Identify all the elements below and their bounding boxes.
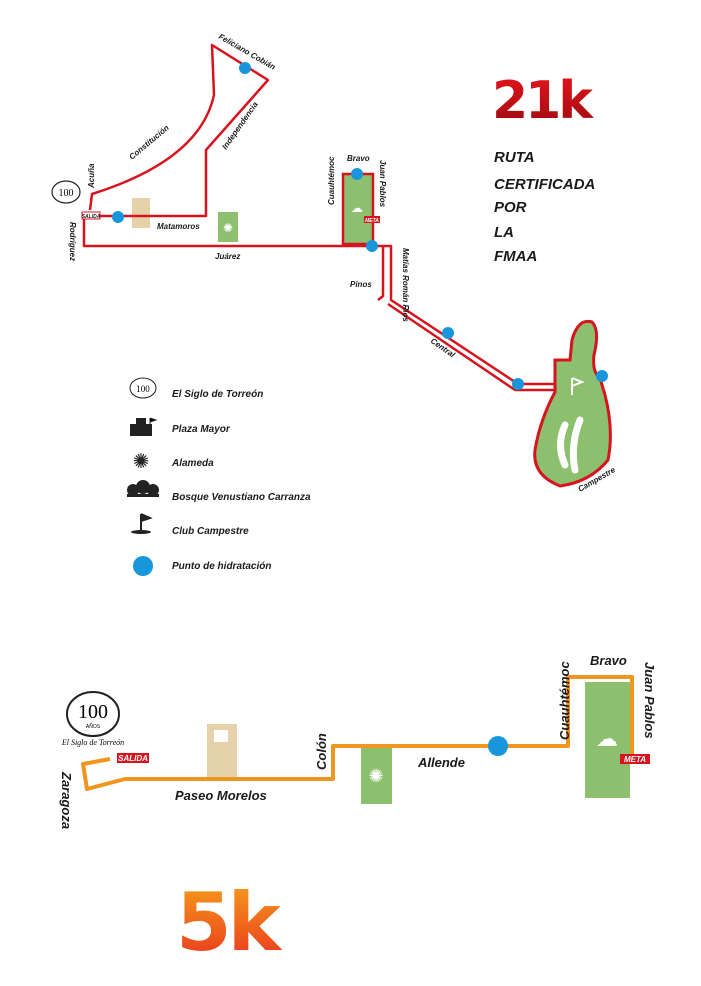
finish-badge-21k (364, 216, 380, 223)
title-5k: 5k (176, 876, 283, 969)
start-label: SALIDA (82, 214, 101, 220)
hydration-dot-icon (112, 211, 124, 223)
street-label: Cuauhtémoc (327, 156, 336, 205)
hydration-dot-icon (133, 556, 153, 576)
street-label: Juan Pablos (378, 160, 387, 208)
svg-text:RUTA: RUTA (494, 149, 535, 166)
legend-label: Punto de hidratación (172, 561, 271, 572)
legend-label: Club Campestre (172, 526, 249, 537)
hydration-dot-icon (488, 736, 508, 756)
finish-label: META (624, 755, 646, 764)
street-label: Bravo (590, 653, 627, 668)
finish-label: META (365, 218, 379, 224)
hydration-dot-icon (366, 240, 378, 252)
hydration-dot-icon (442, 327, 454, 339)
street-label: Zaragoza (59, 771, 74, 829)
siglo-logo-icon: 100 (51, 180, 81, 204)
svg-text:POR: POR (494, 199, 527, 216)
street-label: Colón (314, 733, 329, 770)
legend-label: Bosque Venustiano Carranza (172, 492, 311, 503)
siglo-logo-icon: 100 (129, 377, 157, 399)
ferris-wheel-icon: ✺ (368, 766, 383, 786)
alameda-marker (361, 746, 392, 804)
ferris-wheel-icon: ✺ (223, 221, 233, 235)
start-label: SALIDA (118, 754, 148, 763)
hydration-dot-icon (351, 168, 363, 180)
street-label: Rodríguez (68, 222, 77, 261)
street-label: Matamoros (157, 222, 200, 231)
svg-text:100: 100 (136, 384, 150, 394)
route-21k-path (82, 43, 555, 392)
bosque-park (585, 682, 630, 798)
title-21k: 21k (492, 71, 594, 131)
street-label: Matías Román Ríos (401, 248, 410, 322)
svg-text:CERTIFICADA: CERTIFICADA (494, 176, 595, 193)
alameda-marker (218, 212, 238, 242)
plaza-mayor-icon (130, 417, 158, 436)
street-label: Pinos (350, 280, 372, 289)
plaza-mayor-icon (214, 730, 228, 742)
street-label: Allende (417, 755, 465, 770)
hydration-dot-icon (239, 62, 251, 74)
legend-label: Plaza Mayor (172, 424, 231, 435)
svg-text:LA: LA (494, 224, 514, 241)
svg-text:FMAA: FMAA (494, 248, 537, 265)
route-5k-path (81, 675, 634, 791)
start-badge-5k (117, 753, 149, 763)
svg-text:AÑOS: AÑOS (86, 723, 101, 730)
street-label: Acuña (87, 163, 96, 189)
finish-badge-5k (620, 754, 650, 764)
logo-number: 100 (59, 188, 74, 199)
trees-icon: ☁ (351, 201, 363, 215)
legend: 100 El Siglo de Torreón Plaza Mayor ✺ Al… (127, 377, 311, 576)
ferris-wheel-icon: ✺ (133, 451, 150, 473)
legend-label: El Siglo de Torreón (172, 389, 263, 400)
street-label: Cuauhtémoc (557, 661, 572, 741)
legend-label: Alameda (171, 458, 214, 469)
street-label: Constitución (128, 123, 171, 161)
golf-flag-icon (131, 513, 153, 534)
hydration-dot-icon (596, 370, 608, 382)
trees-icon (127, 480, 159, 497)
street-label: Juan Pablos (642, 662, 657, 739)
street-label: Bravo (347, 154, 370, 163)
svg-text:El Siglo de Torreón: El Siglo de Torreón (61, 738, 124, 747)
trees-icon: ☁ (596, 726, 618, 751)
hydration-dot-icon (512, 378, 524, 390)
campestre-park (533, 319, 612, 488)
golf-flag-icon (571, 377, 585, 395)
hydration-points-21k (112, 62, 608, 390)
svg-text:100: 100 (78, 701, 108, 723)
start-badge-21k (81, 211, 101, 220)
street-label: Juárez (215, 252, 240, 261)
certification-text: RUTA CERTIFICADA POR LA FMAA (494, 149, 595, 265)
plaza-mayor-marker (132, 198, 150, 228)
street-label: Paseo Morelos (175, 788, 267, 803)
siglo-logo: 100 AÑOS El Siglo de Torreón (61, 691, 124, 747)
